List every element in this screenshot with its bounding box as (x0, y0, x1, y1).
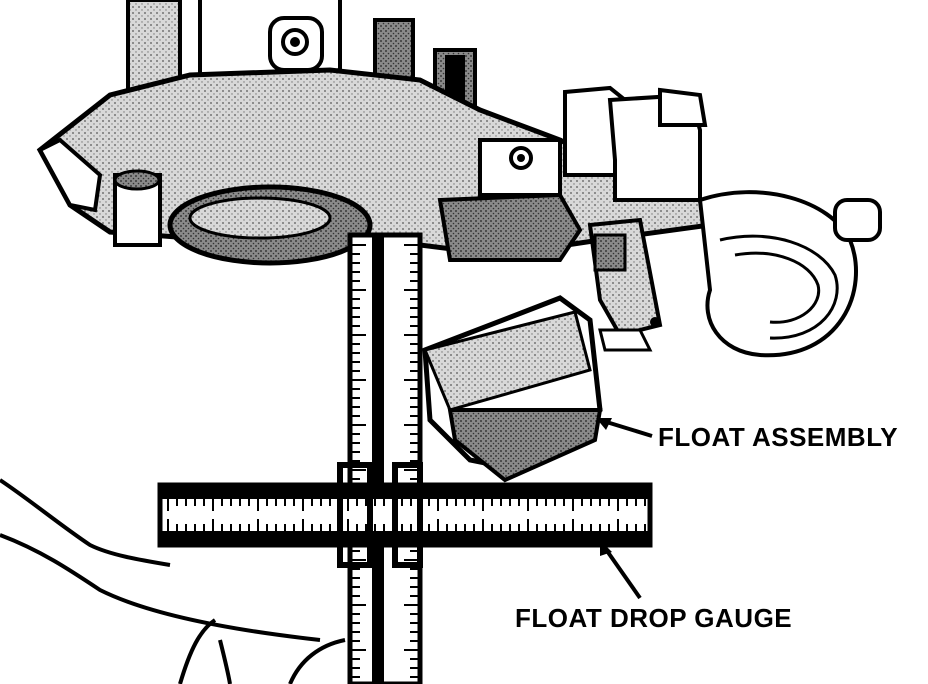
hand-holding-gauge (0, 478, 346, 684)
float-drop-gauge-label: FLOAT DROP GAUGE (515, 603, 792, 633)
float-drop-gauge-vertical-scale (347, 232, 423, 684)
float-assembly-leader (596, 418, 653, 438)
carburetor-air-horn (36, 0, 882, 358)
float-assembly (422, 295, 653, 483)
float-drop-gauge-horizontal-scale (157, 462, 653, 568)
float-drop-gauge-leader (600, 540, 642, 600)
float-assembly-label: FLOAT ASSEMBLY (658, 422, 898, 452)
